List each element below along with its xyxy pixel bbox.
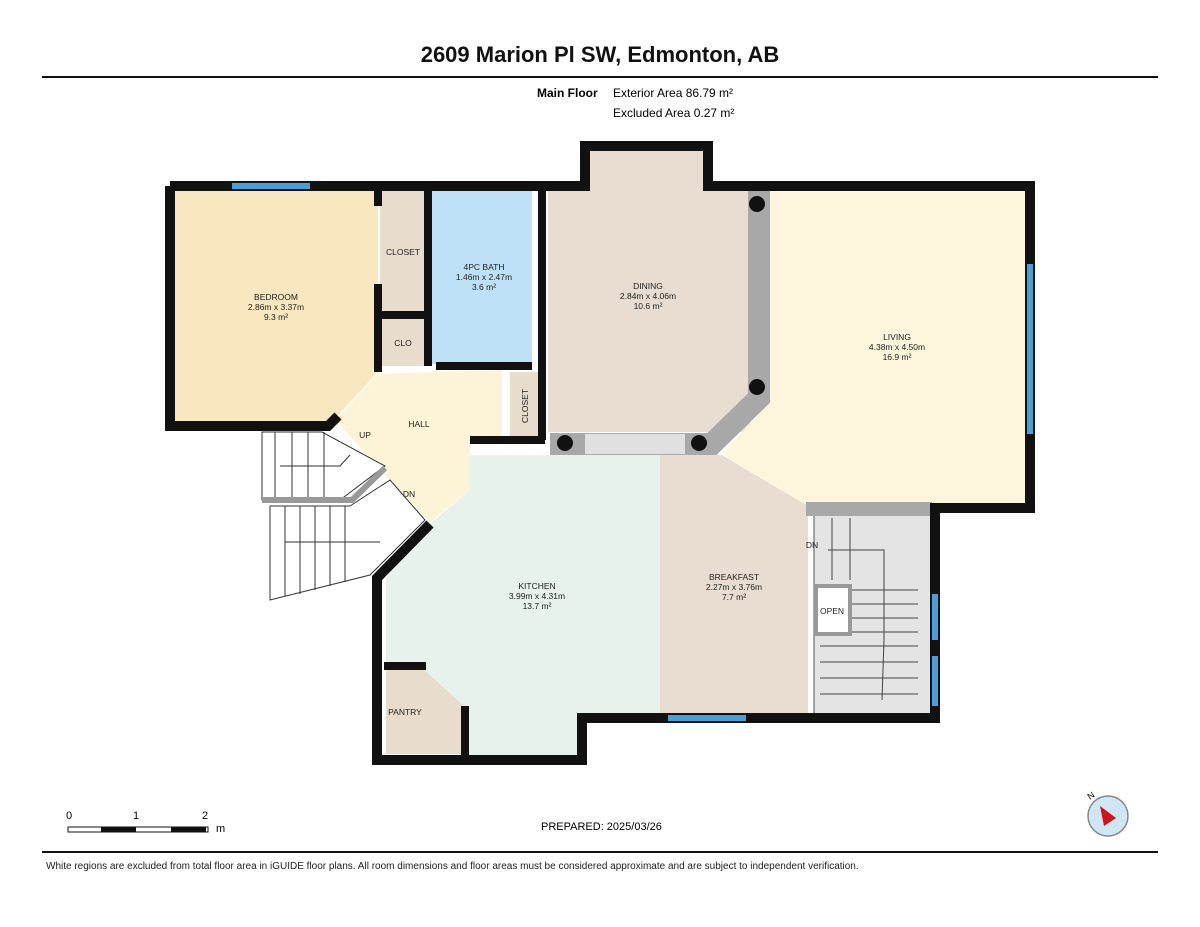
room-closet <box>380 190 426 312</box>
page-title: 2609 Marion Pl SW, Edmonton, AB <box>420 42 780 67</box>
room-dining <box>548 148 750 432</box>
svg-text:13.7 m²: 13.7 m² <box>523 601 552 611</box>
scale-tick-0: 0 <box>66 810 73 822</box>
excluded-area: Excluded Area 0.27 m² <box>613 106 735 120</box>
room-kitchen <box>386 455 660 756</box>
stair-wall <box>806 502 932 516</box>
label-up: UP <box>359 430 371 440</box>
room-hall <box>336 370 502 522</box>
svg-text:BREAKFAST: BREAKFAST <box>709 572 759 582</box>
svg-text:9.3 m²: 9.3 m² <box>264 312 288 322</box>
exterior-walls <box>165 141 1035 765</box>
scale-tick-1: 1 <box>133 810 140 822</box>
svg-text:7.7 m²: 7.7 m² <box>722 592 746 602</box>
room-bedroom <box>170 186 378 424</box>
label-dn-right: DN <box>806 540 818 550</box>
svg-text:16.9 m²: 16.9 m² <box>883 352 912 362</box>
svg-text:10.6 m²: 10.6 m² <box>634 301 663 311</box>
header-divider <box>42 76 1158 78</box>
label-dn: DN <box>403 489 415 499</box>
footer-divider <box>42 851 1158 853</box>
windows <box>232 183 1033 721</box>
svg-text:LIVING: LIVING <box>883 332 911 342</box>
scale-tick-2: 2 <box>202 810 209 822</box>
floor-name: Main Floor <box>537 86 598 100</box>
label-pantry: PANTRY <box>388 707 422 717</box>
label-clo: CLO <box>394 338 412 348</box>
interior-walls <box>374 186 546 756</box>
svg-text:4PC BATH: 4PC BATH <box>464 262 505 272</box>
open-area <box>814 584 852 636</box>
svg-text:N: N <box>1085 790 1096 802</box>
label-closet: CLOSET <box>386 247 420 257</box>
columns <box>557 196 765 451</box>
room-pantry <box>386 670 464 754</box>
scale-bar <box>67 826 209 833</box>
label-open: OPEN <box>820 606 844 616</box>
svg-text:4.38m x 4.50m: 4.38m x 4.50m <box>869 342 925 352</box>
room-bath <box>432 190 532 364</box>
svg-text:1.46m x 2.47m: 1.46m x 2.47m <box>456 272 512 282</box>
svg-text:2.84m x 4.06m: 2.84m x 4.06m <box>620 291 676 301</box>
stair-treads <box>820 518 918 701</box>
svg-text:KITCHEN: KITCHEN <box>518 581 555 591</box>
room-living <box>722 186 1030 506</box>
stairs-left <box>261 431 426 601</box>
label-hall: HALL <box>408 419 430 429</box>
room-breakfast <box>660 455 808 716</box>
svg-text:BEDROOM: BEDROOM <box>254 292 298 302</box>
disclaimer: White regions are excluded from total fl… <box>46 861 859 872</box>
room-clo <box>380 318 426 366</box>
svg-text:3.99m x 4.31m: 3.99m x 4.31m <box>509 591 565 601</box>
exterior-area: Exterior Area 86.79 m² <box>613 86 734 100</box>
svg-text:2.86m x 3.37m: 2.86m x 3.37m <box>248 302 304 312</box>
svg-text:3.6 m²: 3.6 m² <box>472 282 496 292</box>
label-closet-hall: CLOSET <box>520 389 530 423</box>
compass-icon: N <box>1085 790 1129 837</box>
prepared-date: PREPARED: 2025/03/26 <box>541 821 662 833</box>
svg-text:2.27m x 3.76m: 2.27m x 3.76m <box>706 582 762 592</box>
opening <box>585 434 685 454</box>
svg-text:DINING: DINING <box>633 281 663 291</box>
scale-unit: m <box>216 823 226 835</box>
room-closet-hall <box>510 372 540 436</box>
